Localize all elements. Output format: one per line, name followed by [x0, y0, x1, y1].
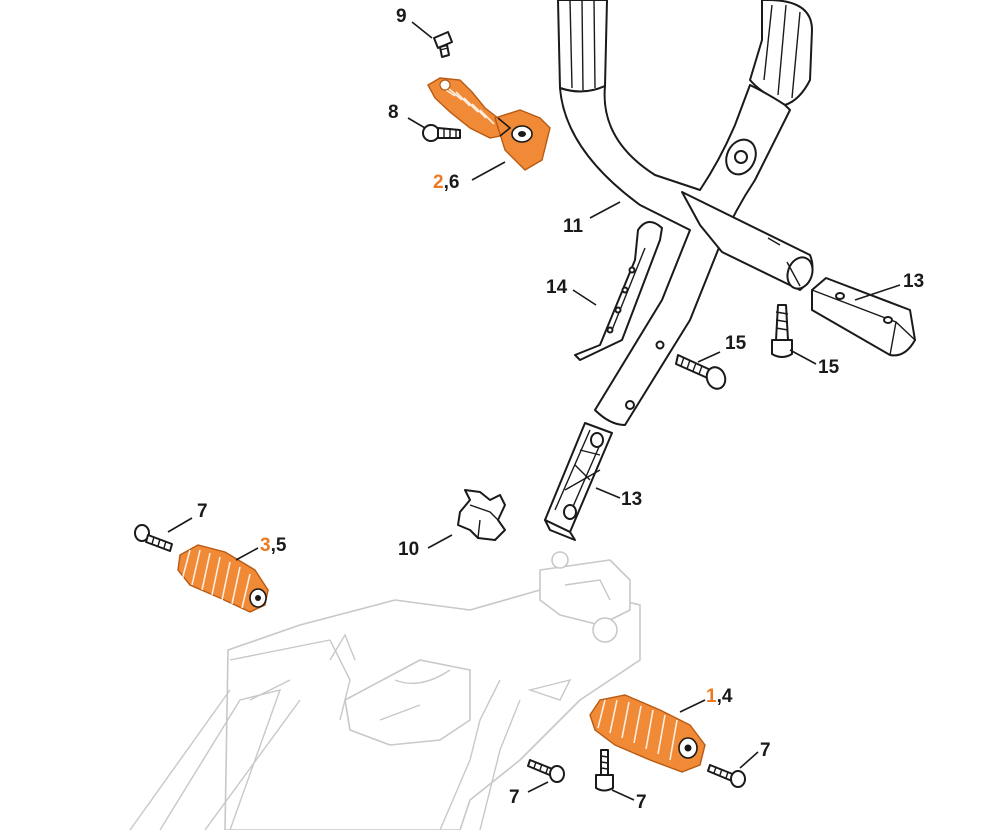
callout-9: 9 [396, 6, 407, 27]
leader-lines [167, 21, 901, 801]
callout-1-part: 1 [706, 686, 717, 707]
callout-3-5: 3,5 [260, 535, 287, 556]
screw-7-left [134, 524, 173, 552]
callout-11: 11 [563, 216, 584, 237]
screw-7-bottom-a [527, 759, 565, 783]
callout-2-part: 2 [433, 172, 444, 193]
anti-vibration-spring-1-4 [589, 694, 706, 773]
clamp-plate-13 [544, 422, 613, 541]
callout-7-bottom-b: 7 [636, 792, 647, 813]
callout-6-part: ,6 [444, 172, 460, 193]
callout-2-6: 2,6 [433, 172, 459, 193]
loop-handle [557, 0, 814, 426]
screw-8 [422, 124, 461, 142]
clip-10 [457, 489, 506, 541]
callout-7-left: 7 [197, 501, 208, 522]
callout-8: 8 [388, 102, 399, 123]
screw-7-bottom-b [595, 749, 614, 792]
end-cap-13 [811, 277, 916, 357]
callout-13-mid: 13 [621, 489, 642, 510]
callout-3-part: 3 [260, 535, 271, 556]
anti-vibration-spring-3-5 [177, 544, 269, 613]
callout-14: 14 [546, 277, 568, 298]
screw-9 [433, 31, 453, 58]
callout-13-top: 13 [903, 271, 924, 292]
base-frame-ghost [129, 551, 641, 831]
callout-7-bottom-c: 7 [760, 740, 771, 761]
anti-vibration-spring-2-6 [427, 77, 551, 171]
screws-15 [675, 304, 793, 390]
callout-15-b: 15 [818, 357, 840, 378]
callout-5-part: ,5 [271, 535, 287, 556]
callout-7-bottom-a: 7 [509, 787, 520, 808]
callout-4-part: ,4 [717, 686, 733, 707]
screw-7-bottom-c [707, 764, 746, 788]
callout-15-a: 15 [725, 333, 747, 354]
callout-10: 10 [398, 539, 419, 560]
callout-1-4: 1,4 [706, 686, 733, 707]
support-bracket-14 [574, 221, 663, 361]
callout-labels: 9 8 2,6 11 14 13 15 15 13 10 7 3,5 1,4 7… [197, 6, 924, 813]
